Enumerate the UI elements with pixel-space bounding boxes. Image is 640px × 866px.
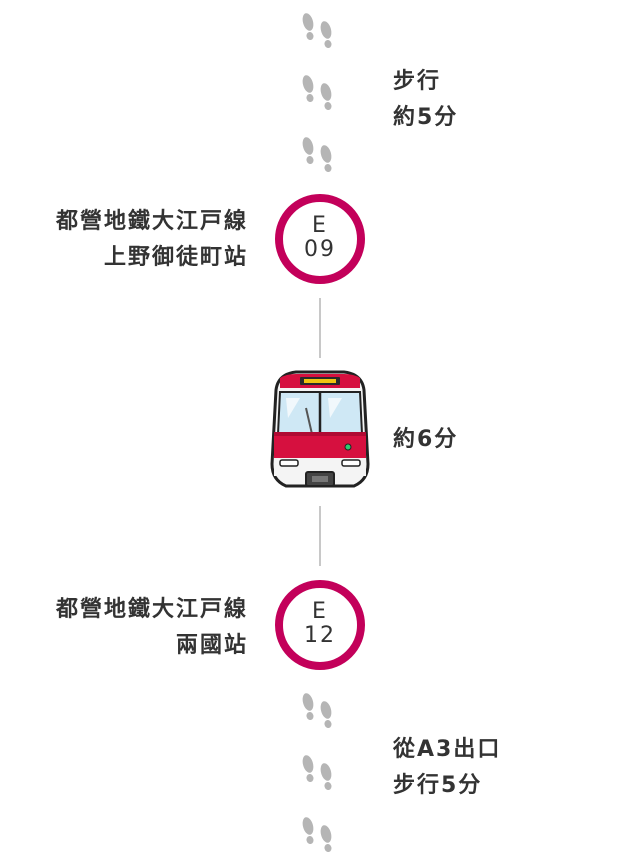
walk-from-station-line1: 從A3出口 xyxy=(393,737,502,762)
walk-to-station-line2: 約5分 xyxy=(393,105,459,130)
footsteps-icon xyxy=(296,68,344,118)
station-to-badge: E 12 xyxy=(275,580,365,670)
station-to-label: 都營地鐵大江戸線 兩國站 xyxy=(56,592,248,664)
route-connector xyxy=(319,506,321,566)
walk-to-station-text: 步行 約5分 xyxy=(393,64,458,136)
station-from-label: 都營地鐵大江戸線 上野御徒町站 xyxy=(56,204,248,276)
route-connector xyxy=(319,298,321,358)
footsteps-icon xyxy=(296,6,344,56)
walk-from-station-line2: 步行5分 xyxy=(393,773,483,798)
footsteps-icon xyxy=(296,810,344,860)
train-icon xyxy=(266,368,374,498)
walk-to-station-line1: 步行 xyxy=(393,69,442,94)
station-from-badge: E 09 xyxy=(275,194,365,284)
ride-duration: 約6分 xyxy=(393,427,459,452)
station-from-code-letter: E xyxy=(312,213,328,238)
station-to-line-name: 都營地鐵大江戸線 xyxy=(55,597,248,622)
footsteps-icon xyxy=(296,130,344,180)
station-to-station-name: 兩國站 xyxy=(175,633,248,658)
footsteps-icon xyxy=(296,686,344,736)
station-from-code-number: 09 xyxy=(304,237,336,262)
ride-duration-text: 約6分 xyxy=(393,422,458,458)
station-from-station-name: 上野御徒町站 xyxy=(103,245,248,270)
walk-from-station-text: 從A3出口 步行5分 xyxy=(393,732,501,804)
station-from-line-name: 都營地鐵大江戸線 xyxy=(55,209,248,234)
footsteps-icon xyxy=(296,748,344,798)
station-to-code-letter: E xyxy=(312,599,328,624)
station-to-code-number: 12 xyxy=(304,623,336,648)
